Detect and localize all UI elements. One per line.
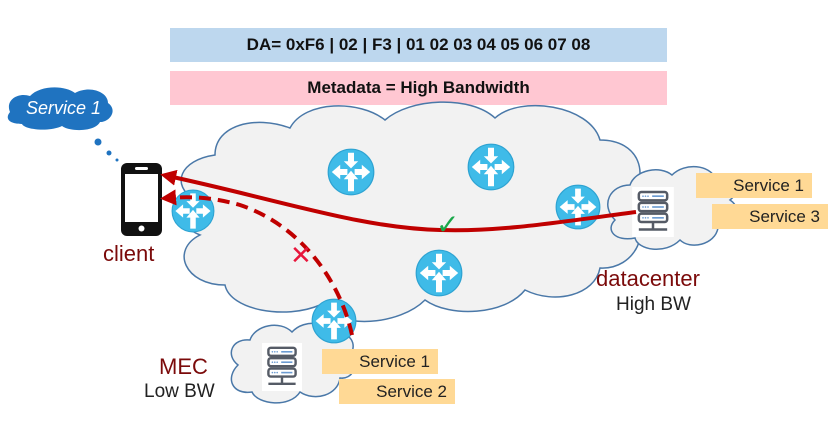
mec-service-tag: Service 2 <box>339 379 455 404</box>
mec-bandwidth: Low BW <box>144 381 215 402</box>
bubble-dot <box>94 138 102 146</box>
metadata-bar: Metadata = High Bandwidth <box>170 71 667 105</box>
mec-server-icon <box>262 343 302 391</box>
router-icon <box>327 148 375 196</box>
datacenter-bandwidth: High BW <box>616 294 691 315</box>
router-icon <box>415 249 463 297</box>
selected-path-checkmark: ✓ <box>436 209 460 240</box>
client-label: client <box>103 241 155 266</box>
destination-address-bar: DA= 0xF6 | 02 | F3 | 01 02 03 04 05 06 0… <box>170 28 667 62</box>
mec-label: MEC <box>159 354 208 379</box>
rejected-path-cross: ✕ <box>290 240 312 270</box>
datacenter-service-tag: Service 3 <box>712 204 828 229</box>
router-icon <box>311 298 357 344</box>
router-icon <box>171 189 215 233</box>
thought-bubble-text: Service 1 <box>26 98 102 118</box>
router-icon <box>467 143 515 191</box>
client-phone-icon <box>121 163 162 236</box>
bubble-dot <box>106 150 112 156</box>
bubble-dot <box>115 158 119 162</box>
selected-path-datacenter <box>160 169 637 233</box>
datacenter-server-icon <box>632 187 674 237</box>
mec-service-tag: Service 1 <box>322 349 438 374</box>
service-thought-bubble <box>7 87 113 131</box>
rejected-path-mec <box>160 189 354 336</box>
datacenter-label: datacenter <box>596 266 700 291</box>
datacenter-service-tag: Service 1 <box>696 173 812 198</box>
